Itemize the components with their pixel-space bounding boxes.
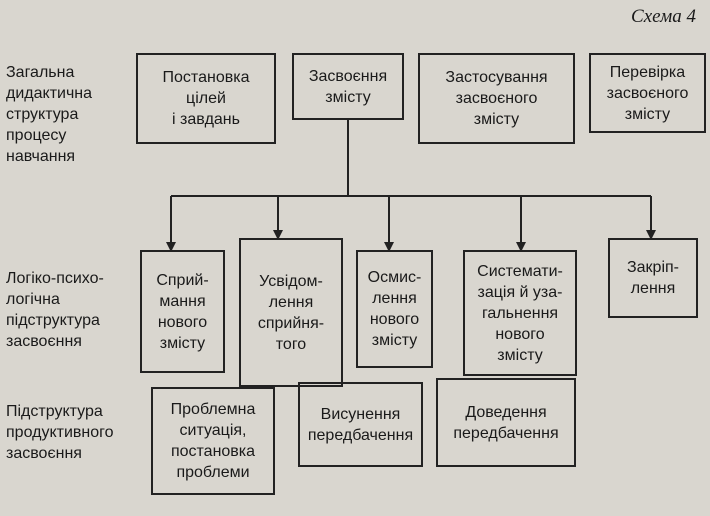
- scheme-label: Схема 4: [631, 6, 696, 27]
- row-label-general-structure: Загальна дидактична структура процесу на…: [6, 64, 93, 165]
- box-proof: Доведення передбачення: [436, 378, 576, 467]
- box-content-application: Застосування засвоєного змісту: [418, 53, 575, 144]
- box-awareness: Усвідом- лення сприйня- того: [239, 238, 343, 387]
- box-content-verification: Перевірка засвоєного змісту: [589, 53, 706, 133]
- row-label-productive: Підструктура продуктивного засвоєння: [6, 403, 114, 462]
- box-perception: Сприй- мання нового змісту: [140, 250, 225, 373]
- box-hypothesis: Висунення передбачення: [298, 382, 423, 467]
- box-problem-situation: Проблемна ситуація, постановка проблеми: [151, 387, 275, 495]
- box-consolidation: Закріп- лення: [608, 238, 698, 318]
- box-comprehension: Осмис- лення нового змісту: [356, 250, 433, 368]
- row-label-logical-psychological: Логіко-психо- логічна підструктура засво…: [6, 270, 104, 350]
- box-content-assimilation: Засвоєння змісту: [292, 53, 404, 120]
- box-goal-setting: Постановка цілей і завдань: [136, 53, 276, 144]
- box-systematization: Системати- зація й уза- гальнення нового…: [463, 250, 577, 376]
